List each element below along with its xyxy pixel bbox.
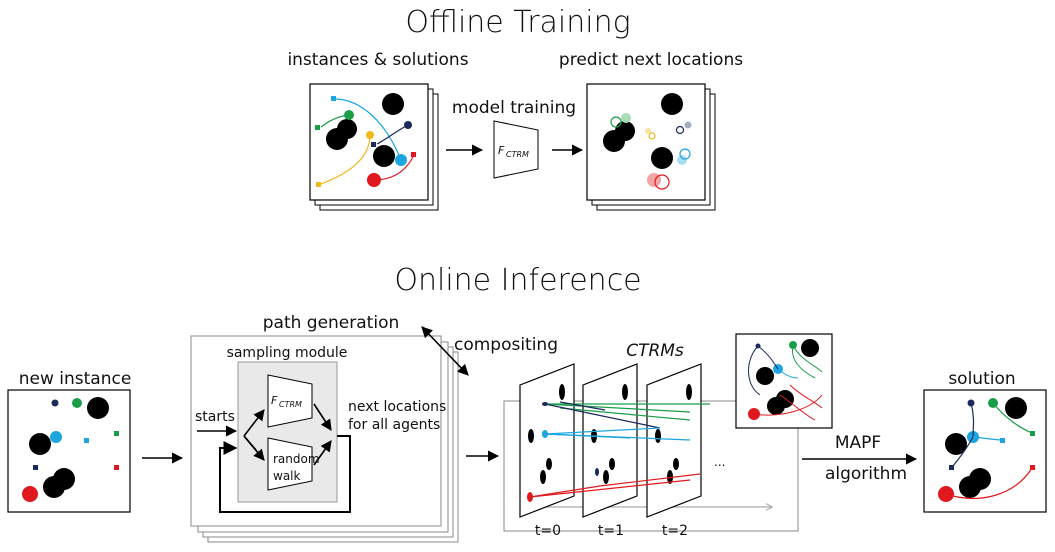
time-label-2: t=2	[662, 523, 688, 539]
ctrm-node-cyan	[542, 430, 548, 438]
obstacle	[43, 476, 65, 498]
goal-navy	[33, 465, 38, 470]
prediction-navy-next	[675, 125, 685, 135]
obstacle	[373, 145, 395, 167]
goal-cyan	[331, 96, 336, 101]
ctrm-node-navy-2	[595, 468, 599, 476]
prediction-cyan-next	[679, 148, 691, 160]
goal-green	[315, 125, 320, 130]
branch-to-walk-arrow	[243, 435, 265, 461]
compositing-arrow	[421, 326, 469, 376]
merge-from-walk-arrow	[313, 440, 332, 466]
agent-red	[22, 486, 38, 502]
goal-red	[114, 465, 119, 470]
model-symbol: F	[498, 144, 505, 157]
model-training-label: model training	[452, 98, 576, 118]
sampling-module-label: sampling module	[227, 345, 348, 361]
instances-stack	[309, 83, 439, 211]
path-generation-label: path generation	[263, 313, 400, 333]
random-walk-line2: walk	[273, 469, 301, 483]
ctrm-node-navy	[542, 402, 548, 406]
prediction-navy	[684, 121, 692, 129]
merge-from-model-arrow	[313, 403, 332, 431]
solution-map	[923, 389, 1047, 513]
model-subscript: CTRM	[506, 150, 529, 159]
random-walk-block	[267, 437, 313, 491]
next-locations-line1: next locations	[348, 399, 446, 415]
random-walk-line1: random	[273, 452, 320, 466]
online-inference-title: Online Inference	[394, 263, 641, 298]
predict-stack	[586, 83, 716, 211]
layer-t2	[646, 363, 702, 518]
prediction-cyan	[677, 155, 687, 165]
new-instance-map	[7, 389, 131, 513]
obstacle	[651, 147, 673, 169]
starts-label: starts	[195, 409, 235, 425]
obstacle	[603, 130, 625, 152]
sampler-model-subscript: CTRM	[279, 400, 302, 409]
ctrms-label: CTRMs	[626, 341, 684, 361]
goal-yellow	[316, 182, 321, 187]
new-instance-label: new instance	[19, 369, 132, 389]
obstacle	[661, 93, 683, 115]
time-label-0: t=0	[535, 523, 561, 539]
layer-t1	[582, 363, 638, 518]
goal-cyan	[84, 438, 89, 443]
obstacle	[29, 433, 51, 455]
goal-navy	[371, 142, 376, 147]
sampler-model-symbol: F	[271, 394, 278, 407]
prediction-green	[621, 113, 631, 123]
time-label-1: t=1	[598, 523, 624, 539]
goal-red	[411, 152, 416, 157]
ctrm-ellipsis: ...	[714, 455, 725, 469]
obstacle	[382, 93, 404, 115]
model-block: F CTRM	[493, 120, 539, 179]
mapf-label-line2: algorithm	[825, 464, 907, 484]
predict-next-locations-label: predict next locations	[559, 50, 743, 70]
composited-roadmap	[735, 333, 833, 429]
prediction-green-next	[610, 116, 622, 128]
agent-green	[72, 398, 82, 408]
mapf-label-line1: MAPF	[835, 433, 881, 453]
solution-label: solution	[948, 369, 1015, 389]
sampler-model-block	[267, 374, 313, 428]
compositing-label: compositing	[454, 335, 558, 355]
offline-training-title: Offline Training	[405, 5, 630, 40]
obstacle	[87, 397, 109, 419]
prediction-red-next	[654, 174, 670, 190]
agent-navy	[51, 399, 59, 407]
feedback-loop-arrow	[219, 435, 351, 513]
branch-to-model-arrow	[243, 409, 265, 437]
prediction-yellow	[645, 128, 651, 134]
ctrm-edges	[529, 401, 710, 498]
agent-cyan	[50, 431, 62, 443]
ctrm-node-red	[527, 492, 533, 502]
next-locations-line2: for all agents	[348, 417, 440, 433]
instances-solutions-label: instances & solutions	[287, 50, 468, 70]
prediction-yellow-next	[648, 132, 656, 140]
goal-green	[114, 431, 119, 436]
obstacle	[326, 128, 348, 150]
